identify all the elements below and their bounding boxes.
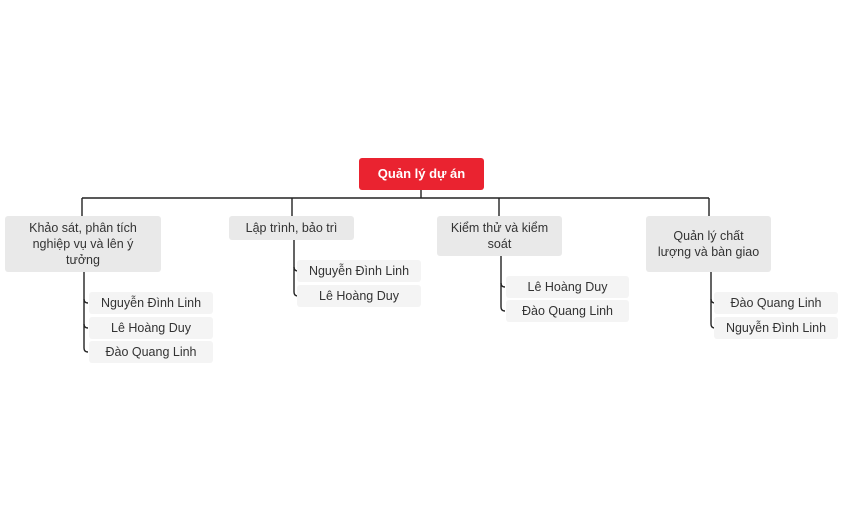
topic-node-label: Quản lý chất lượng và bàn giao bbox=[657, 229, 760, 259]
topic-node-label: Kiểm thử và kiểm soát bbox=[450, 221, 549, 251]
member-node-label: Đào Quang Linh bbox=[105, 345, 197, 359]
member-node[interactable]: Đào Quang Linh bbox=[89, 341, 213, 363]
topic-node-testing[interactable]: Kiểm thử và kiểm soát bbox=[437, 216, 562, 256]
member-node[interactable]: Lê Hoàng Duy bbox=[89, 317, 213, 339]
topic-1-connector bbox=[83, 272, 89, 353]
member-node-label: Đào Quang Linh bbox=[730, 296, 822, 310]
member-node[interactable]: Đào Quang Linh bbox=[506, 300, 629, 322]
member-node-label: Nguyễn Đình Linh bbox=[308, 264, 410, 278]
root-node-label: Quản lý dự án bbox=[377, 166, 466, 181]
topic-node-label: Khảo sát, phân tích nghiệp vụ và lên ý t… bbox=[29, 221, 137, 267]
member-node[interactable]: Nguyễn Đình Linh bbox=[297, 260, 421, 282]
topic-1-child-2-connector bbox=[83, 323, 89, 329]
member-node-label: Lê Hoàng Duy bbox=[319, 289, 399, 303]
member-node[interactable]: Nguyễn Đình Linh bbox=[89, 292, 213, 314]
root-node[interactable]: Quản lý dự án bbox=[359, 158, 484, 190]
member-node-label: Lê Hoàng Duy bbox=[111, 321, 191, 335]
topic-1-child-1-connector bbox=[83, 298, 89, 304]
topic-3-child-1-connector bbox=[500, 282, 506, 288]
topic-node-survey[interactable]: Khảo sát, phân tích nghiệp vụ và lên ý t… bbox=[5, 216, 161, 272]
member-node-label: Nguyễn Đình Linh bbox=[725, 321, 827, 335]
member-node[interactable]: Nguyễn Đình Linh bbox=[714, 317, 838, 339]
topic-node-quality[interactable]: Quản lý chất lượng và bàn giao bbox=[646, 216, 771, 272]
member-node-label: Nguyễn Đình Linh bbox=[100, 296, 202, 310]
member-node[interactable]: Đào Quang Linh bbox=[714, 292, 838, 314]
topic-3-connector bbox=[500, 256, 506, 312]
topic-node-development[interactable]: Lập trình, bảo trì bbox=[229, 216, 354, 240]
member-node[interactable]: Lê Hoàng Duy bbox=[297, 285, 421, 307]
member-node-label: Lê Hoàng Duy bbox=[527, 280, 608, 294]
topic-node-label: Lập trình, bảo trì bbox=[245, 221, 338, 235]
member-node-label: Đào Quang Linh bbox=[521, 304, 614, 318]
member-node[interactable]: Lê Hoàng Duy bbox=[506, 276, 629, 298]
